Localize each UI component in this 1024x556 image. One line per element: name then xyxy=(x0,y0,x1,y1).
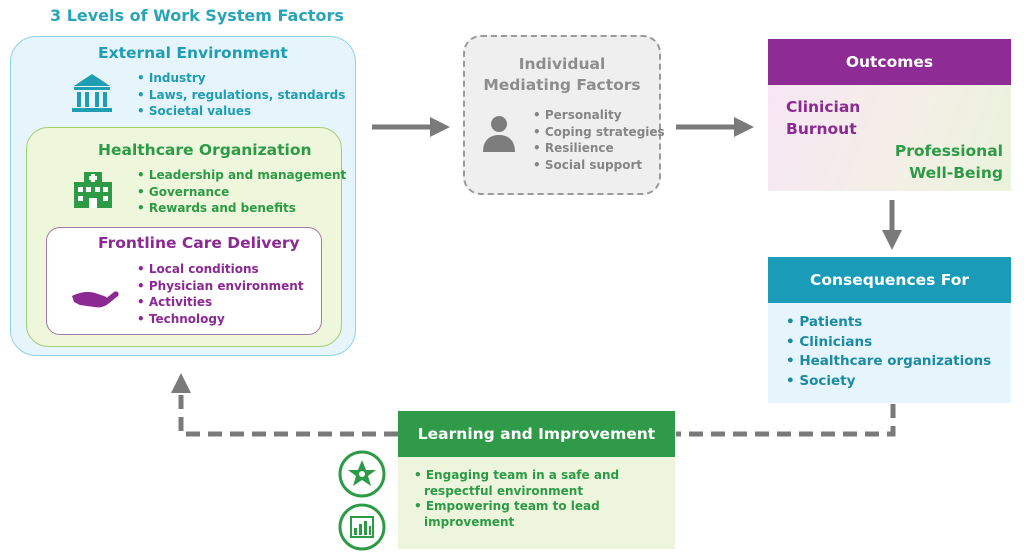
list-item: Rewards and benefits xyxy=(137,200,346,217)
list-item: Governance xyxy=(137,184,346,201)
healthcare-organization-list: Leadership and management Governance Rew… xyxy=(137,167,346,217)
consequences-heading: Consequences For xyxy=(768,257,1011,303)
arrow-down-icon xyxy=(882,200,902,250)
list-item: Societal values xyxy=(137,103,345,120)
wellbeing-line2: Well-Being xyxy=(909,164,1003,182)
external-environment-heading: External Environment xyxy=(98,44,288,62)
list-item: Empowering team to lead improvement xyxy=(414,499,644,530)
mediating-heading-line2: Mediating Factors xyxy=(483,76,641,94)
arrow-right-icon xyxy=(676,117,754,137)
wellbeing-line1: Professional xyxy=(894,142,1003,160)
outcomes-heading: Outcomes xyxy=(768,39,1011,85)
frontline-care-list: Local conditions Physician environment A… xyxy=(137,261,304,327)
team-star-icon xyxy=(338,450,386,498)
arrow-up-icon xyxy=(171,373,191,393)
arrow-right-icon xyxy=(372,117,450,137)
consequences-list: Patients Clinicians Healthcare organizat… xyxy=(786,313,991,391)
person-icon xyxy=(483,116,515,152)
chart-icon xyxy=(338,503,386,551)
diagram-title: 3 Levels of Work System Factors xyxy=(50,6,344,25)
hospital-icon xyxy=(74,172,112,208)
healthcare-organization-heading: Healthcare Organization xyxy=(98,141,312,159)
mediating-factors-heading: Individual Mediating Factors xyxy=(463,54,661,96)
list-item: Coping strategies xyxy=(533,124,665,141)
list-item: Patients xyxy=(786,313,991,333)
clinician-burnout-label: Clinician Burnout xyxy=(786,96,860,140)
list-item: Engaging team in a safe and respectful e… xyxy=(414,468,644,499)
list-item: Industry xyxy=(137,70,345,87)
list-item: Personality xyxy=(533,107,665,124)
list-item: Activities xyxy=(137,294,304,311)
list-item: Society xyxy=(786,372,991,392)
learning-list: Engaging team in a safe and respectful e… xyxy=(414,468,644,530)
learning-heading: Learning and Improvement xyxy=(398,411,675,457)
list-item: Clinicians xyxy=(786,333,991,353)
hand-icon xyxy=(72,291,119,308)
list-item: Resilience xyxy=(533,140,665,157)
list-item: Local conditions xyxy=(137,261,304,278)
list-item: Technology xyxy=(137,311,304,328)
list-item: Physician environment xyxy=(137,278,304,295)
outcomes-body xyxy=(768,85,1011,191)
external-environment-list: Industry Laws, regulations, standards So… xyxy=(137,70,345,120)
list-item: Leadership and management xyxy=(137,167,346,184)
list-item: Healthcare organizations xyxy=(786,352,991,372)
burnout-line2: Burnout xyxy=(786,120,857,138)
list-item: Social support xyxy=(533,157,665,174)
bank-icon xyxy=(72,74,112,112)
mediating-factors-list: Personality Coping strategies Resilience… xyxy=(533,107,665,173)
feedback-loop-connector xyxy=(178,392,896,437)
frontline-care-heading: Frontline Care Delivery xyxy=(98,234,300,252)
burnout-line1: Clinician xyxy=(786,98,861,116)
mediating-heading-line1: Individual xyxy=(518,55,606,73)
list-item: Laws, regulations, standards xyxy=(137,87,345,104)
professional-wellbeing-label: Professional Well-Being xyxy=(848,140,1003,184)
